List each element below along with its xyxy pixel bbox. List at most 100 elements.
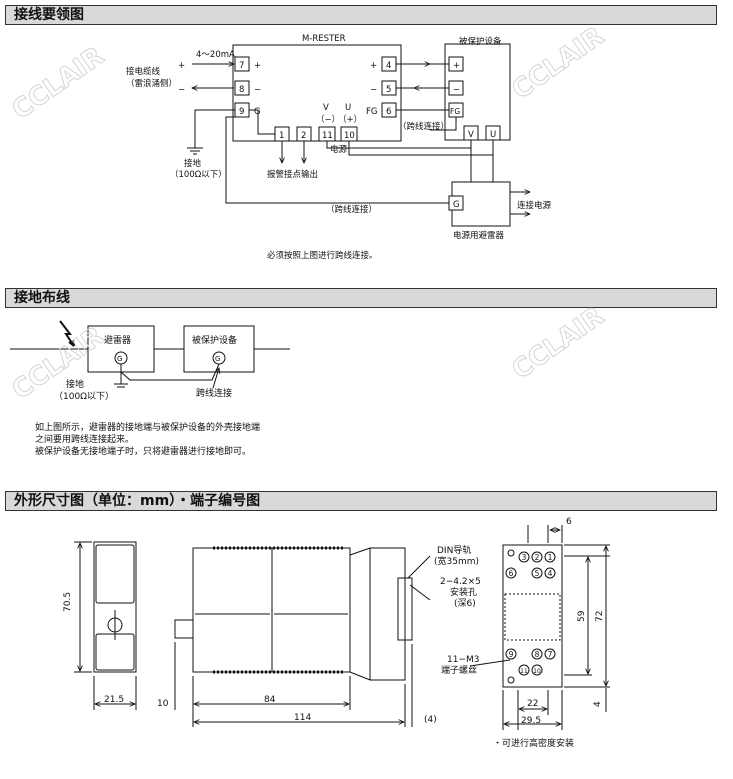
terminal-numbers: 3 2 1 6 5 4 9 8 7 11 10 [505, 551, 556, 676]
svg-text:安装孔: 安装孔 [450, 586, 477, 598]
svg-text:（−）: （−） [316, 114, 340, 125]
m-rester-box [232, 44, 402, 142]
grounding-labels: 避雷器 被保护设备 G G 接地 （100Ω以下） 跨线连接 [54, 334, 237, 402]
svg-text:2−4.2×5: 2−4.2×5 [440, 577, 481, 587]
svg-text:CCLAIR: CCLAIR [7, 41, 110, 126]
svg-text:（100Ω以下）: （100Ω以下） [54, 391, 114, 402]
cable-label-2: （雷浪涌侧） [126, 78, 177, 89]
svg-text:9: 9 [239, 107, 244, 117]
svg-text:4: 4 [548, 569, 553, 578]
svg-text:21.5: 21.5 [104, 695, 124, 705]
svg-text:5: 5 [535, 569, 540, 578]
svg-text:被保护设备: 被保护设备 [192, 334, 237, 346]
current-range: 4～20mA [196, 50, 235, 60]
svg-text:9: 9 [509, 650, 514, 659]
svg-text:V: V [323, 103, 329, 113]
svg-text:8: 8 [239, 85, 244, 95]
watermarks: CCLAIR CCLAIR CCLAIR CCLAIR [6, 21, 610, 407]
svg-text:U: U [345, 103, 351, 113]
svg-text:7: 7 [239, 61, 244, 71]
svg-text:2: 2 [301, 131, 306, 141]
svg-text:电源: 电源 [330, 144, 348, 155]
device-name: M-RESTER [302, 34, 346, 44]
svg-text:5: 5 [386, 85, 391, 95]
svg-text:连接电源: 连接电源 [517, 200, 552, 211]
svg-text:10: 10 [344, 131, 355, 141]
svg-text:114: 114 [294, 713, 311, 723]
grounding-description: 如上图所示，避雷器的接地端与被保护设备的外壳接地端 之间要用跨线连接起来。 被保… [35, 423, 261, 457]
dimension-drawing [74, 525, 610, 730]
svg-text:+: + [254, 61, 261, 71]
ground-section-header: 接地布线 [5, 288, 717, 308]
svg-text:+: + [370, 61, 377, 71]
wiring-section-header: 接线要领图 [5, 5, 717, 25]
svg-text:（+）: （+） [338, 114, 362, 125]
svg-text:(深6): (深6) [454, 598, 476, 609]
svg-text:DIN导轨: DIN导轨 [437, 544, 471, 556]
svg-text:FG: FG [450, 107, 460, 116]
svg-text:（跨线连接）: （跨线连接） [398, 121, 449, 132]
svg-text:G: G [453, 200, 460, 210]
svg-text:CCLAIR: CCLAIR [507, 301, 610, 386]
grounding-diagram [10, 320, 290, 389]
svg-text:接地: 接地 [184, 158, 202, 169]
svg-text:V: V [468, 130, 474, 140]
svg-text:避雷器: 避雷器 [104, 334, 131, 346]
svg-text:1: 1 [279, 131, 284, 141]
svg-text:29.5: 29.5 [521, 716, 541, 726]
svg-text:10: 10 [157, 699, 169, 709]
svg-text:6: 6 [386, 107, 391, 117]
dims-section-title: 外形尺寸图（单位：mm）・端子编号图 [14, 493, 261, 509]
svg-text:10: 10 [533, 668, 541, 675]
terminal-block [502, 544, 563, 688]
svg-text:11: 11 [520, 668, 528, 675]
svg-text:1: 1 [548, 553, 553, 562]
svg-text:6: 6 [509, 569, 514, 578]
svg-text:4: 4 [593, 701, 603, 707]
ground-section-title: 接地布线 [14, 290, 70, 306]
svg-text:+: + [178, 61, 185, 71]
wiring-labels: M-RESTER 4～20mA + − + − G + − FG 接电缆线 （雷… [126, 34, 552, 261]
front-view [93, 541, 137, 673]
svg-text:11: 11 [322, 131, 333, 141]
svg-text:11−M3: 11−M3 [447, 655, 479, 665]
terminal-7 [234, 56, 250, 72]
svg-text:U: U [490, 130, 496, 140]
svg-text:6: 6 [566, 517, 572, 527]
svg-text:−: − [453, 85, 460, 95]
power-arrester-label: 电源用避雷器 [453, 230, 505, 241]
svg-text:・可进行高密度安装: ・可进行高密度安装 [493, 737, 574, 749]
svg-text:跨线连接: 跨线连接 [196, 387, 232, 399]
svg-text:(4): (4) [424, 715, 437, 725]
svg-text:−: − [254, 85, 261, 95]
svg-text:（跨线连接）: （跨线连接） [326, 204, 377, 215]
svg-text:8: 8 [535, 650, 540, 659]
svg-text:G: G [215, 355, 220, 363]
ground-wire [194, 109, 235, 148]
dimension-labels: 70.5 21.5 10 84 114 (4) DIN导轨 (宽35mm) 2−… [63, 517, 605, 749]
svg-text:FG: FG [366, 107, 377, 117]
svg-text:84: 84 [264, 695, 276, 705]
svg-text:接地: 接地 [66, 378, 84, 390]
svg-text:2: 2 [535, 553, 540, 562]
svg-text:(宽35mm): (宽35mm) [434, 555, 479, 567]
cable-label-1: 接电缆线 [126, 66, 161, 77]
wiring-section-title: 接线要领图 [14, 7, 84, 23]
wiring-diagram [187, 43, 530, 227]
svg-text:端子螺丝: 端子螺丝 [441, 664, 477, 676]
svg-text:3: 3 [522, 553, 527, 562]
svg-text:72: 72 [595, 611, 605, 622]
protected-device-label: 被保护设备 [459, 36, 502, 47]
svg-text:（100Ω以下）: （100Ω以下） [170, 169, 227, 180]
wiring-footnote: 必须按照上图进行跨线连接。 [267, 250, 378, 261]
terminal-8 [234, 80, 250, 96]
dims-section-header: 外形尺寸图（单位：mm）・端子编号图 [5, 491, 717, 511]
svg-text:CCLAIR: CCLAIR [507, 21, 610, 106]
svg-text:−: − [370, 85, 377, 95]
svg-text:G: G [254, 107, 261, 117]
svg-text:59: 59 [577, 610, 587, 622]
svg-text:4: 4 [386, 61, 391, 71]
svg-text:+: + [453, 61, 460, 71]
svg-text:−: − [178, 85, 185, 95]
